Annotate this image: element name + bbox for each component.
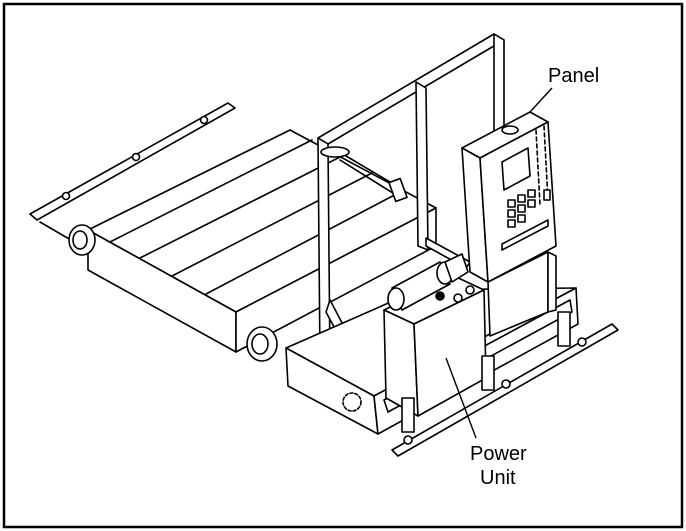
callout-leaders: [445, 87, 553, 439]
panel-column: [487, 251, 557, 337]
panel-leader: [529, 87, 553, 113]
rear-left-roller: [68, 224, 96, 256]
power-unit-tank: [383, 275, 487, 417]
front-roller-shaft: [391, 323, 619, 457]
panel-label: Panel: [548, 65, 599, 87]
power-unit-leader: [445, 357, 477, 439]
motor: [387, 253, 469, 311]
power-unit-label-line2: Unit: [480, 467, 516, 489]
rear-roller-shaft: [29, 102, 236, 221]
front-left-roller: [246, 326, 278, 362]
conveyor-tray: [39, 129, 437, 353]
clamp-brackets: [401, 311, 571, 433]
panel-cabinet: [461, 111, 557, 283]
power-unit-label-line1: Power: [470, 443, 527, 465]
